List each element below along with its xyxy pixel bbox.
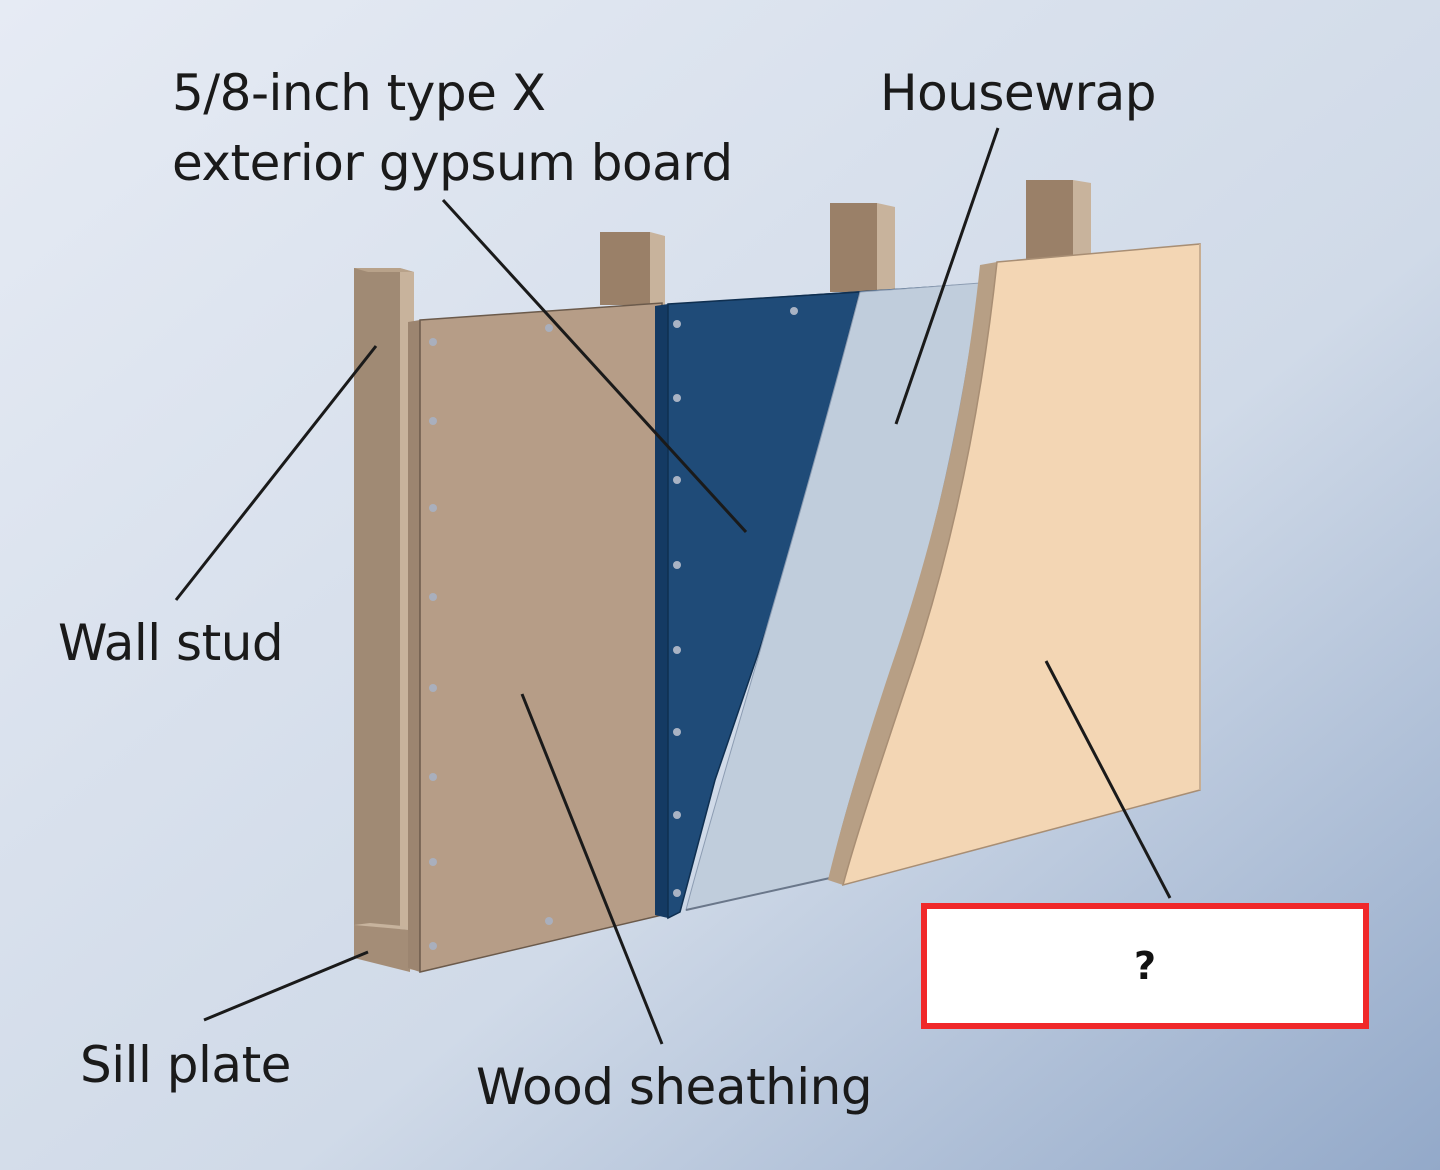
gypsum-board-label-line1: 5/8-inch type X <box>172 64 546 122</box>
exterior-cladding-panel <box>828 243 1201 887</box>
gypsum-board-label-line2: exterior gypsum board <box>172 134 733 192</box>
housewrap-label: Housewrap <box>880 64 1157 122</box>
leader-answer <box>1044 660 1172 899</box>
sill-plate <box>354 923 425 972</box>
leader-wall-stud <box>174 345 378 601</box>
answer-box[interactable]: ? <box>921 903 1369 1029</box>
leader-housewrap <box>894 127 1000 425</box>
sill-plate-label: Sill plate <box>80 1036 291 1094</box>
back-stud-3 <box>1026 180 1091 262</box>
wall-stud <box>354 268 414 970</box>
leader-sill-plate <box>203 950 369 1022</box>
back-stud-1 <box>600 232 665 305</box>
wood-sheathing-label: Wood sheathing <box>476 1058 873 1116</box>
wall-stud-label: Wall stud <box>58 614 284 672</box>
gypsum-board-label: 5/8-inch type X exterior gypsum board <box>172 58 733 198</box>
answer-placeholder: ? <box>1133 944 1157 988</box>
leader-wood-sheathing <box>520 693 664 1045</box>
leader-gypsum <box>441 198 748 534</box>
wood-sheathing-panel <box>408 302 663 973</box>
leader-lines <box>174 127 1172 1045</box>
back-stud-2 <box>830 203 895 292</box>
